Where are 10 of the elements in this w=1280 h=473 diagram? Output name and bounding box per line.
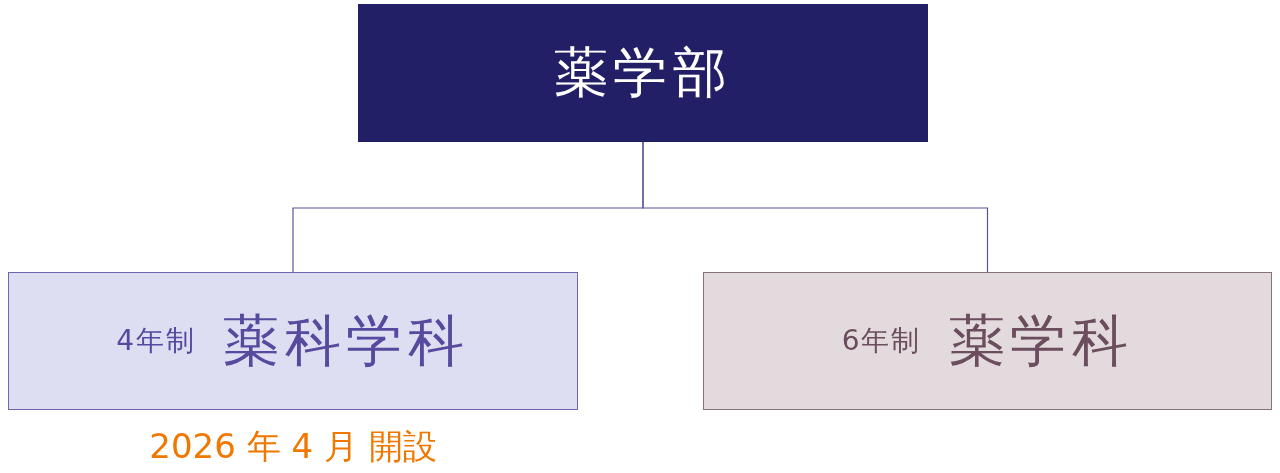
connector-line bbox=[642, 141, 989, 273]
program-length-label: 6年制 bbox=[841, 325, 921, 357]
department-box bbox=[8, 272, 578, 410]
department-name: 薬科学科 bbox=[223, 310, 470, 372]
opening-date-note: 2026 年 4 月 開設 bbox=[148, 428, 438, 466]
program-length-label: 4年制 bbox=[116, 325, 196, 357]
faculty-name: 薬学部 bbox=[553, 43, 733, 103]
department-box bbox=[703, 272, 1272, 410]
department-name: 薬学科 bbox=[948, 310, 1134, 372]
faculty-box bbox=[358, 4, 928, 142]
